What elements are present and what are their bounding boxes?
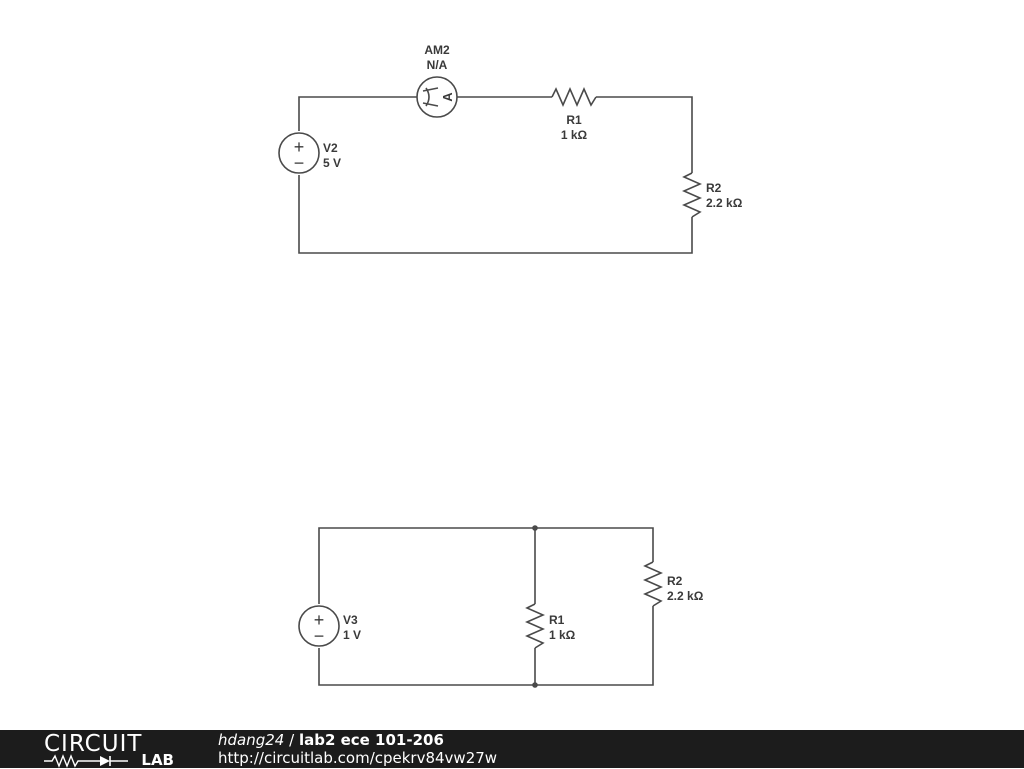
- resistor-diode-icon: [44, 754, 128, 768]
- logo-wordmark-top: CIRCUIT: [44, 731, 143, 757]
- logo-wordmark-bottom: LAB: [141, 751, 174, 769]
- resistor-r1[interactable]: [551, 87, 597, 107]
- r2-name: R2: [706, 181, 722, 195]
- circuit-title-line: hdang24 / lab2 ece 101-206: [218, 731, 444, 749]
- resistor-r1[interactable]: [525, 603, 545, 649]
- v2-value: 5 V: [323, 156, 341, 170]
- r2-value: 2.2 kΩ: [667, 589, 704, 603]
- v3-name: V3: [343, 613, 358, 627]
- title-separator: /: [284, 731, 299, 749]
- wire: [298, 175, 693, 254]
- v3-value: 1 V: [343, 628, 361, 642]
- r1-name: R1: [549, 613, 565, 627]
- junction-dot: [532, 682, 538, 688]
- wire: [318, 606, 654, 686]
- schematic-canvas: A AM2 N/A R1 1 kΩ R2 2.2 kΩ + − V2 5 V R…: [278, 43, 743, 688]
- r1-value: 1 kΩ: [549, 628, 576, 642]
- minus-icon: −: [294, 153, 305, 173]
- parallel-circuit: R1 1 kΩ R2 2.2 kΩ + − V3 1 V: [298, 525, 704, 688]
- voltage-source-v2[interactable]: + −: [278, 132, 320, 174]
- minus-icon: −: [314, 626, 325, 646]
- resistor-r2[interactable]: [682, 172, 702, 218]
- junction-dot: [532, 525, 538, 531]
- r1-value: 1 kΩ: [561, 128, 588, 142]
- author-link[interactable]: hdang24: [218, 731, 285, 749]
- circuitlab-logo[interactable]: CIRCUIT LAB: [44, 731, 176, 769]
- r2-name: R2: [667, 574, 683, 588]
- wire: [298, 96, 417, 131]
- plus-icon: +: [294, 137, 305, 157]
- ammeter-am2[interactable]: A: [416, 76, 458, 118]
- footer-bar: CIRCUIT LAB hdang24 / lab2 ece 101-206 h…: [0, 730, 1024, 768]
- r2-value: 2.2 kΩ: [706, 196, 743, 210]
- plus-icon: +: [314, 610, 325, 630]
- series-circuit: A AM2 N/A R1 1 kΩ R2 2.2 kΩ + − V2 5 V: [278, 43, 743, 254]
- circuit-url[interactable]: http://circuitlab.com/cpekrv84vw27w: [218, 749, 498, 767]
- voltage-source-v3[interactable]: + −: [298, 605, 340, 647]
- r1-name: R1: [566, 113, 582, 127]
- resistor-r2[interactable]: [643, 561, 663, 607]
- wire: [318, 527, 654, 604]
- ammeter-symbol: A: [440, 92, 455, 102]
- wire: [596, 96, 693, 173]
- ammeter-name: AM2: [424, 43, 450, 57]
- ammeter-value: N/A: [427, 58, 448, 72]
- circuit-title[interactable]: lab2 ece 101-206: [298, 731, 444, 749]
- v2-name: V2: [323, 141, 338, 155]
